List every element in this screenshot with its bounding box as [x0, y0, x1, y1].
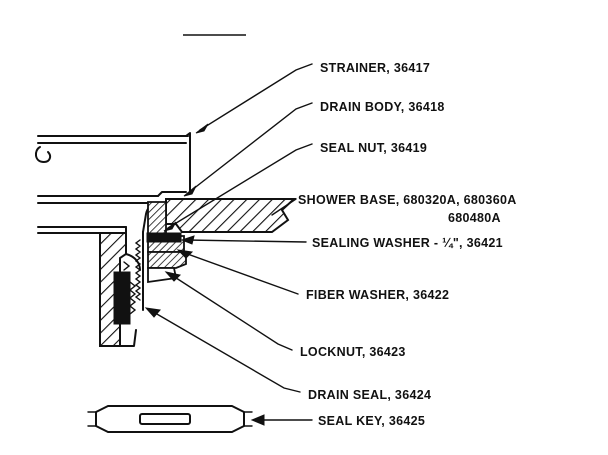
- label-locknut: LOCKNUT, 36423: [300, 345, 406, 359]
- leader-fiber-washer: [176, 249, 299, 295]
- leader-drain-body: [183, 102, 313, 197]
- leader-locknut: [164, 271, 293, 351]
- leader-strainer: [195, 63, 313, 134]
- label-drain-seal: DRAIN SEAL, 36424: [308, 388, 431, 402]
- thread-part: [134, 231, 144, 311]
- label-shower-base-line2: 680480A: [448, 211, 501, 225]
- leader-drain-seal: [144, 307, 301, 393]
- seal-key-part: [87, 405, 253, 433]
- drain-body-part: [37, 142, 191, 255]
- strainer-part: [34, 132, 191, 163]
- label-fiber-washer: FIBER WASHER, 36422: [306, 288, 449, 302]
- leader-shower-base: [271, 198, 297, 216]
- label-shower-base: SHOWER BASE, 680320A, 680360A: [298, 193, 517, 207]
- label-strainer: STRAINER, 36417: [320, 61, 430, 75]
- leader-seal-nut: [163, 143, 313, 232]
- shower-base-part: [165, 198, 297, 233]
- label-drain-body: DRAIN BODY, 36418: [320, 100, 445, 114]
- drain-seal-part: [99, 232, 141, 347]
- sealing-washer-part: [146, 232, 182, 243]
- label-seal-key: SEAL KEY, 36425: [318, 414, 425, 428]
- leader-sealing-washer: [180, 235, 307, 245]
- label-seal-nut: SEAL NUT, 36419: [320, 141, 427, 155]
- fiber-washer-part: [147, 251, 187, 269]
- leader-seal-key: [250, 414, 313, 426]
- label-sealing-washer: SEALING WASHER - ¼", 36421: [312, 236, 503, 250]
